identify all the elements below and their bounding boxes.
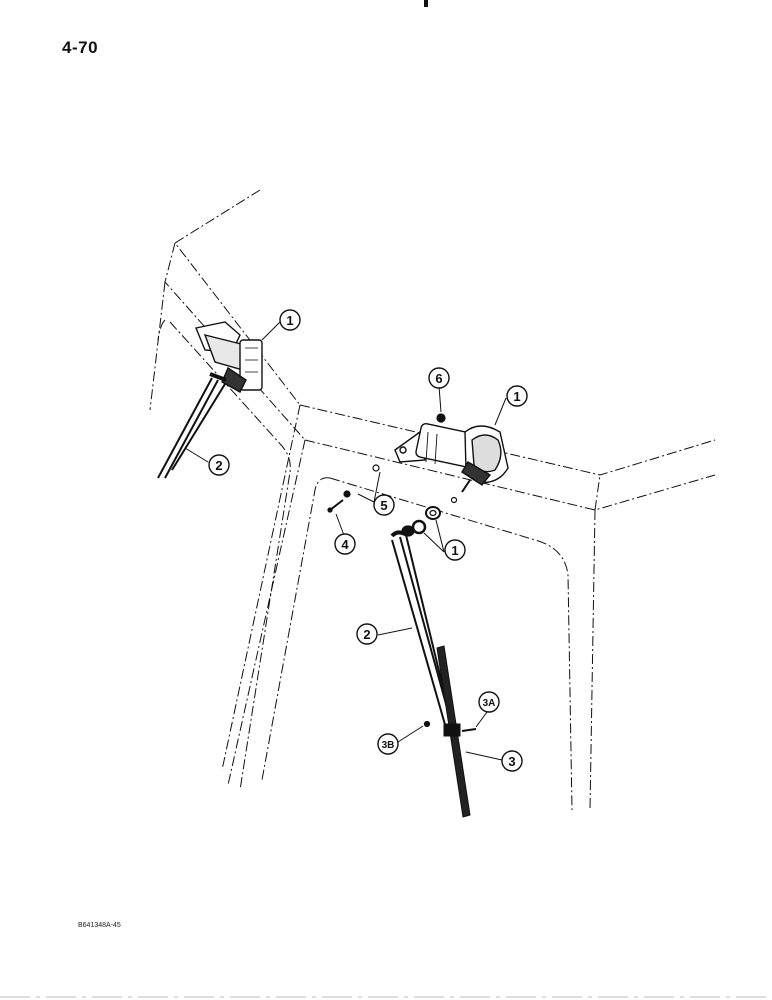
callout-label: 5 [380,498,387,513]
callout-label: 2 [363,627,370,642]
callout-label: 1 [286,313,293,328]
figure-reference: B641348A-45 [78,922,121,929]
callout-label: 6 [435,371,442,386]
page-number: 4-70 [62,38,99,57]
callout-label: 3A [483,698,496,709]
callout-label: 1 [451,543,458,558]
callout-1-hardware: 1 [444,539,466,561]
callout-3a: 3A [478,691,500,713]
callout-1-right-motor: 1 [506,385,528,407]
left-wiper-arm [157,372,227,479]
callout-2-right: 2 [356,623,378,645]
callout-4: 4 [334,533,356,555]
callout-label: 3B [382,740,395,751]
callout-5: 5 [373,494,395,516]
top-edge-mark [424,0,428,7]
left-wiper-motor [195,321,263,393]
callout-label: 4 [341,537,349,552]
callout-2-left: 2 [208,454,230,476]
callout-6: 6 [428,367,450,389]
callout-label: 3 [508,754,515,769]
right-wiper-motor [394,422,509,493]
callout-label: 1 [513,389,520,404]
right-wiper-arm [390,530,455,736]
leader-lines [184,321,507,761]
wiper-blade [436,645,471,818]
callout-3: 3 [501,750,523,772]
callout-label: 2 [215,458,222,473]
callout-1-left: 1 [279,309,301,331]
callout-3b: 3B [377,733,399,755]
cab-outline [149,189,716,811]
